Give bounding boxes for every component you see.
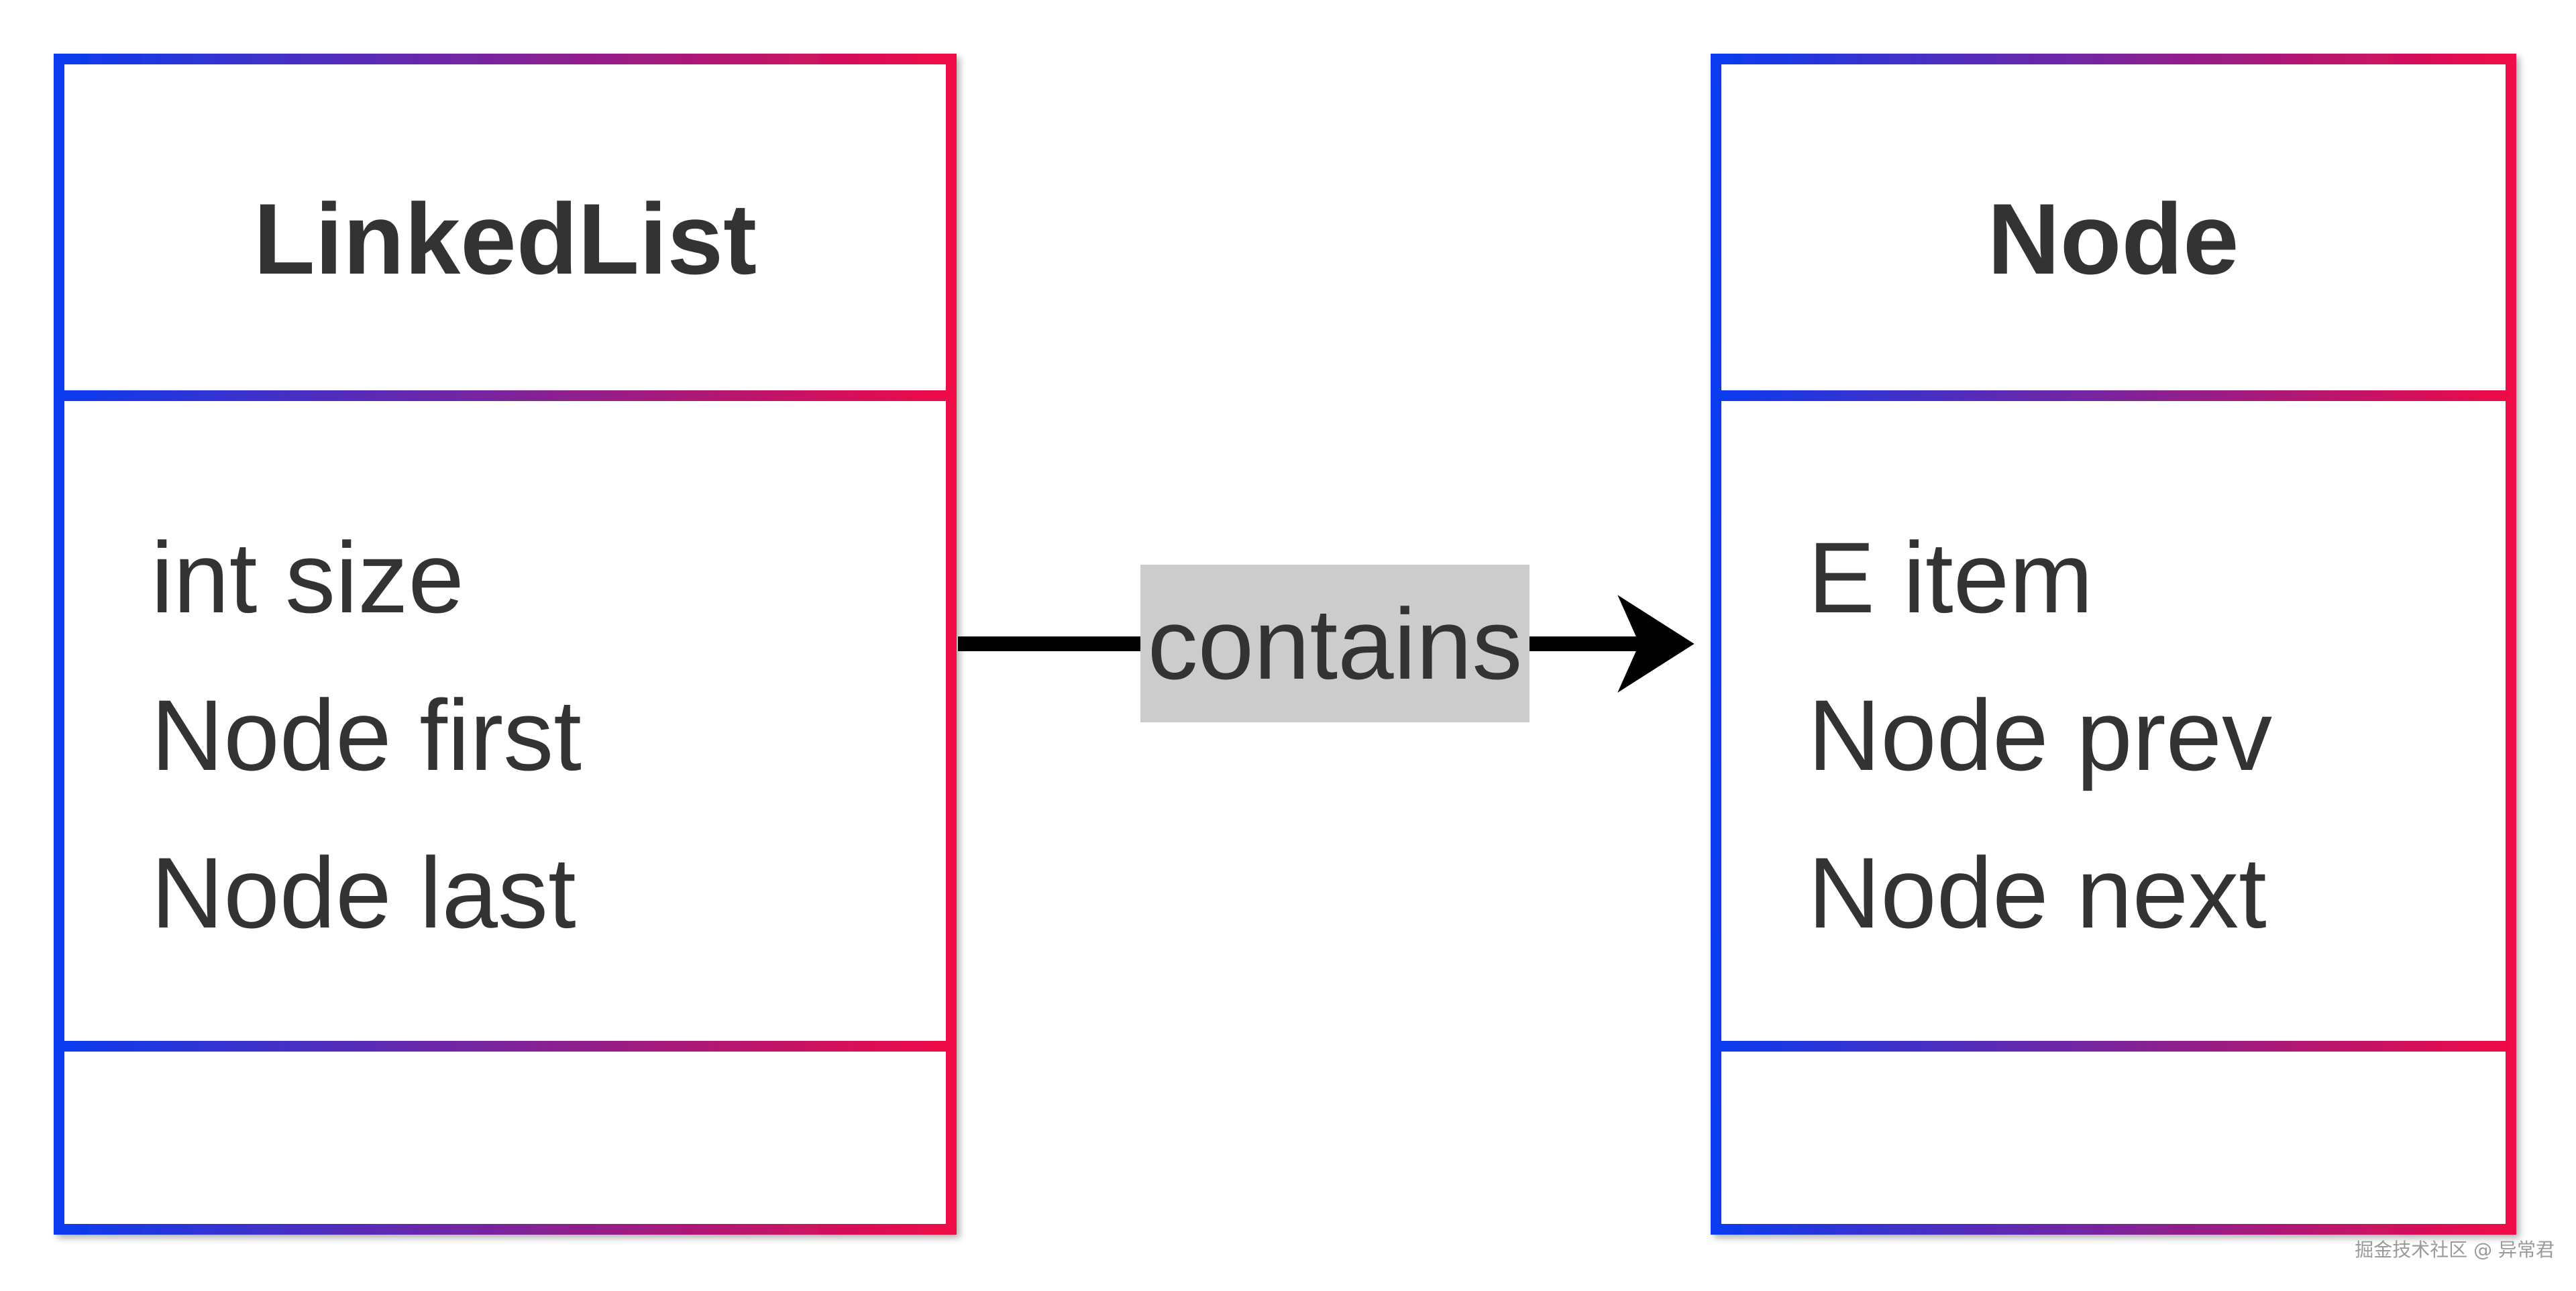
watermark: 掘金技术社区 @ 异常君 — [2355, 1239, 2555, 1261]
relation-label: contains — [1148, 587, 1523, 700]
field-node-1: Node prev — [1808, 679, 2272, 791]
relation-label-background — [1140, 565, 1529, 722]
class-title-linkedlist: LinkedList — [254, 182, 757, 295]
class-title-node: Node — [1988, 182, 2239, 295]
arrow-head-icon — [1617, 595, 1695, 693]
field-linkedlist-2: Node last — [151, 836, 576, 949]
field-node-2: Node next — [1808, 836, 2267, 949]
class-box-linkedlist: LinkedList int size Node first Node last — [54, 54, 957, 1235]
class-box-node: Node E item Node prev Node next — [1711, 54, 2516, 1235]
field-linkedlist-0: int size — [151, 521, 464, 634]
class-border-node — [1711, 54, 2516, 1235]
field-linkedlist-1: Node first — [151, 679, 582, 791]
class-border-linkedlist — [54, 54, 957, 1235]
field-node-0: E item — [1808, 521, 2093, 634]
relation-arrow: contains — [958, 565, 1695, 722]
